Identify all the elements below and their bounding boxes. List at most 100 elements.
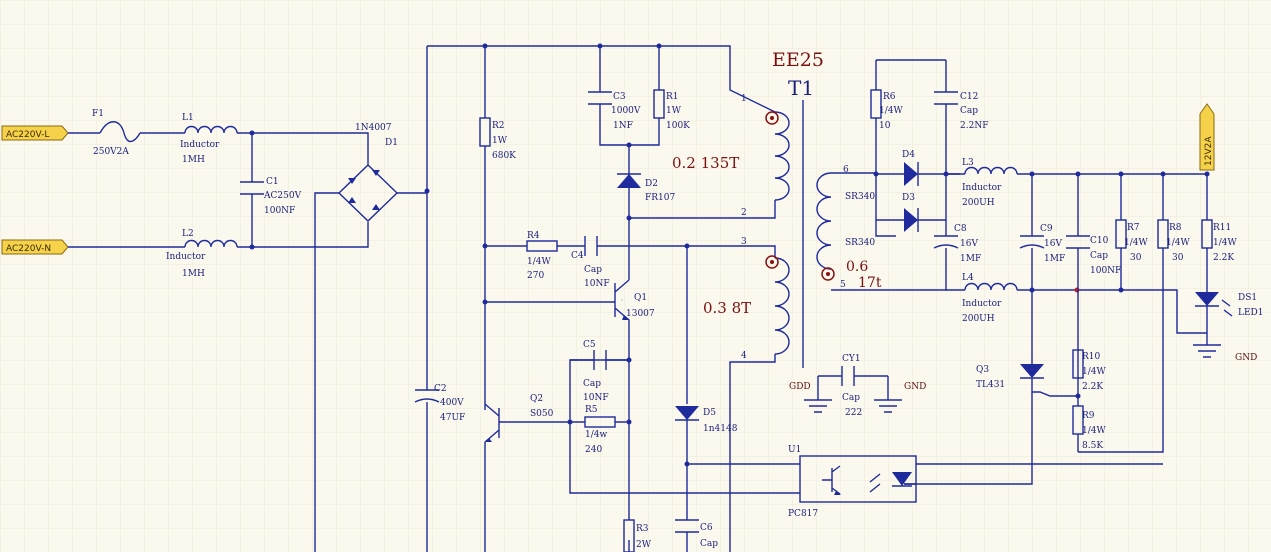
- transformer-t1[interactable]: EE25 T1 1 2 3 4 5 6 0.2 135T 0.3 8T 0.6 …: [672, 49, 882, 368]
- capacitor-c10[interactable]: C10 Cap 100NF: [1066, 174, 1121, 350]
- bridge-rectifier-d1[interactable]: 1N4007 D1: [337, 123, 399, 222]
- svg-text:S050: S050: [530, 409, 554, 419]
- svg-text:1/4W: 1/4W: [1166, 238, 1190, 248]
- svg-text:R4: R4: [527, 231, 540, 241]
- svg-text:Cap: Cap: [960, 106, 978, 116]
- svg-text:8.5K: 8.5K: [1082, 441, 1103, 451]
- capacitor-c8[interactable]: C8 16V 1MF: [933, 220, 981, 290]
- svg-text:R10: R10: [1082, 352, 1101, 362]
- svg-text:1: 1: [741, 94, 747, 104]
- capacitor-c12[interactable]: C12 Cap 2.2NF: [934, 91, 988, 131]
- svg-text:1MF: 1MF: [960, 254, 981, 264]
- svg-text:Inductor: Inductor: [180, 140, 220, 150]
- transistor-q1[interactable]: Q1 13007: [614, 279, 655, 321]
- transistor-q2[interactable]: Q2 S050: [484, 394, 554, 443]
- svg-text:D4: D4: [902, 150, 915, 160]
- inductor-l1[interactable]: L1 Inductor 1MH: [180, 113, 238, 165]
- svg-text:3: 3: [741, 237, 747, 247]
- svg-text:1W: 1W: [666, 106, 682, 116]
- diode-d5[interactable]: D5 1n4148: [675, 406, 738, 434]
- svg-text:F1: F1: [92, 109, 104, 119]
- svg-text:R8: R8: [1169, 223, 1182, 233]
- resistor-r7[interactable]: R7 1/4W 30: [1115, 174, 1148, 290]
- resistor-r8[interactable]: R8 1/4W 30: [1078, 174, 1190, 453]
- capacitor-c3[interactable]: C3 1000V 1NF: [588, 91, 641, 131]
- svg-text:GND: GND: [1235, 353, 1257, 363]
- svg-text:R11: R11: [1213, 223, 1231, 233]
- diode-d2[interactable]: D2 FR107: [617, 173, 675, 203]
- svg-text:10NF: 10NF: [584, 279, 610, 289]
- resistor-r6[interactable]: R6 1/4W 10: [870, 89, 903, 131]
- resistor-r9[interactable]: R9 1/4W 8.5K: [1072, 405, 1106, 452]
- svg-text:Cap: Cap: [1090, 251, 1108, 261]
- capacitor-c4[interactable]: C4 Cap 10NF: [571, 236, 610, 289]
- svg-text:1MH: 1MH: [182, 269, 205, 279]
- svg-text:240: 240: [585, 445, 602, 455]
- svg-text:1/4w: 1/4w: [585, 430, 607, 440]
- optocoupler-u1[interactable]: U1 PC817: [788, 445, 917, 519]
- svg-text:30: 30: [1172, 253, 1184, 263]
- svg-text:0.6: 0.6: [846, 259, 868, 275]
- fuse-f1[interactable]: F1 250V2A: [92, 109, 141, 157]
- svg-text:AC220V-L: AC220V-L: [6, 130, 49, 140]
- svg-text:R6: R6: [883, 92, 896, 102]
- inductor-l4[interactable]: L4 Inductor 200UH: [962, 273, 1018, 324]
- svg-text:1MH: 1MH: [182, 155, 205, 165]
- port-out-12v[interactable]: 12V2A: [1199, 103, 1215, 171]
- svg-text:2W: 2W: [636, 540, 652, 550]
- svg-text:680K: 680K: [492, 151, 516, 161]
- svg-text:1NF: 1NF: [613, 121, 633, 131]
- capacitor-c2[interactable]: C2 400V 47UF: [414, 384, 465, 423]
- svg-text:FR107: FR107: [645, 193, 675, 203]
- svg-text:5: 5: [840, 280, 846, 290]
- resistor-r2[interactable]: R2 1W 680K: [479, 117, 516, 161]
- resistor-r10[interactable]: R10 1/4W 2.2K: [1072, 349, 1106, 406]
- resistor-r4[interactable]: R4 1/4W 270: [526, 231, 558, 281]
- svg-text:L3: L3: [962, 158, 974, 168]
- capacitor-cy1[interactable]: CY1 Cap 222: [817, 354, 889, 418]
- svg-text:Q2: Q2: [530, 394, 543, 404]
- svg-text:Inductor: Inductor: [962, 183, 1002, 193]
- resistor-r3[interactable]: R3 2W: [623, 519, 652, 552]
- svg-text:DS1: DS1: [1238, 293, 1257, 303]
- svg-text:400V: 400V: [440, 398, 464, 408]
- svg-text:1000V: 1000V: [611, 106, 641, 116]
- capacitor-c1[interactable]: C1 AC250V 100NF: [240, 133, 302, 247]
- svg-text:D2: D2: [645, 179, 658, 189]
- resistor-r1[interactable]: R1 1W 100K: [653, 89, 690, 131]
- svg-text:R7: R7: [1127, 223, 1140, 233]
- svg-text:1/4W: 1/4W: [1082, 426, 1106, 436]
- capacitor-c6[interactable]: C6 Cap: [675, 519, 718, 549]
- svg-text:SR340: SR340: [845, 238, 875, 248]
- svg-text:Cap: Cap: [700, 539, 718, 549]
- svg-text:1/4W: 1/4W: [1213, 238, 1237, 248]
- svg-text:100NF: 100NF: [1090, 266, 1121, 276]
- inductor-l2[interactable]: L2 Inductor 1MH: [166, 229, 238, 279]
- led-ds1[interactable]: DS1 LED1: [1195, 292, 1264, 345]
- svg-text:L4: L4: [962, 273, 974, 283]
- svg-text:L1: L1: [182, 113, 194, 123]
- port-ac-n[interactable]: AC220V-N: [1, 239, 69, 255]
- svg-text:TL431: TL431: [976, 380, 1005, 390]
- svg-text:Inductor: Inductor: [962, 299, 1002, 309]
- svg-text:16V: 16V: [1044, 239, 1062, 249]
- svg-text:47UF: 47UF: [440, 413, 465, 423]
- capacitor-c5[interactable]: C5 Cap 10NF: [570, 340, 629, 403]
- svg-text:4: 4: [741, 351, 747, 361]
- svg-text:AC250V: AC250V: [263, 191, 302, 201]
- svg-text:1/4W: 1/4W: [1082, 367, 1106, 377]
- capacitor-c9[interactable]: C9 16V 1MF: [1019, 174, 1065, 290]
- svg-text:GDD: GDD: [789, 382, 811, 392]
- svg-text:Q3: Q3: [976, 365, 989, 375]
- svg-text:1MF: 1MF: [1044, 254, 1065, 264]
- port-ac-l[interactable]: AC220V-L: [1, 125, 69, 141]
- svg-text:LED1: LED1: [1238, 308, 1264, 318]
- svg-text:U1: U1: [788, 445, 801, 455]
- inductor-l3[interactable]: L3 Inductor 200UH: [962, 158, 1018, 208]
- shunt-regulator-q3[interactable]: Q3 TL431: [976, 364, 1078, 397]
- svg-text:C5: C5: [583, 340, 596, 350]
- resistor-r5[interactable]: R5 1/4w 240: [584, 405, 616, 455]
- resistor-r11[interactable]: R11 1/4W 2.2K: [1201, 174, 1237, 292]
- svg-text:C1: C1: [266, 177, 279, 187]
